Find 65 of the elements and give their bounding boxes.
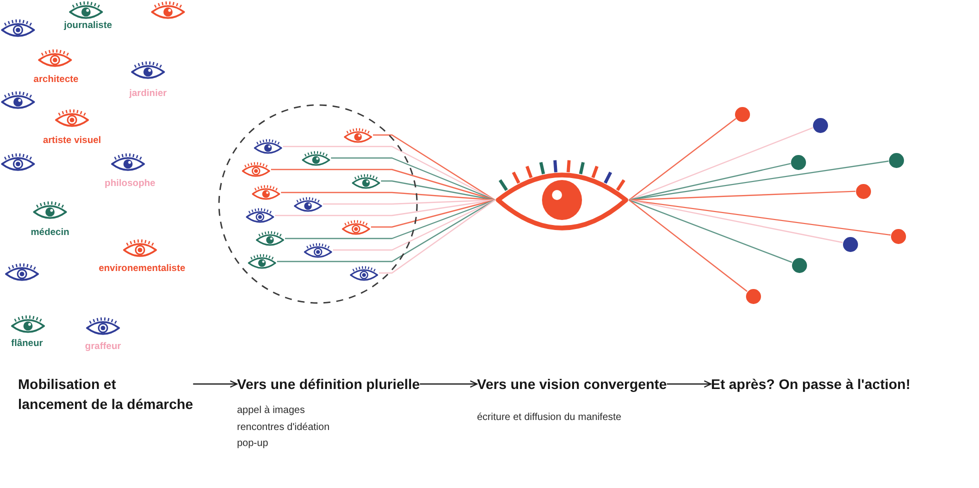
connector-line xyxy=(331,157,496,201)
dot-marker xyxy=(790,154,806,170)
dot-marker xyxy=(746,288,760,304)
step-title: Vers une définition plurielle xyxy=(237,375,420,394)
role-label: artiste visuel xyxy=(42,134,102,146)
eye-icon xyxy=(255,230,285,247)
eye-icon xyxy=(251,184,281,201)
connector-line xyxy=(628,199,891,236)
connector-line xyxy=(628,190,856,201)
connector-line xyxy=(628,200,748,292)
dot-marker xyxy=(734,106,750,122)
dot-marker xyxy=(890,228,906,244)
eye-icon xyxy=(349,264,379,282)
connector-line xyxy=(277,199,496,262)
role-label: flâneur xyxy=(11,338,43,348)
connector-line xyxy=(628,163,791,201)
eye-icon xyxy=(247,253,277,270)
dot-marker xyxy=(812,118,828,132)
connector-line xyxy=(323,199,496,205)
connector-line xyxy=(285,199,496,240)
connector-line xyxy=(283,146,496,201)
step-title: Vers une vision convergente xyxy=(477,375,667,394)
dot-marker xyxy=(792,258,806,272)
connector-line xyxy=(628,199,843,244)
role-label: environementaliste xyxy=(98,262,186,274)
dashed-circle xyxy=(218,104,418,304)
arrow xyxy=(666,380,712,388)
step-title: Et après? On passe à l'action! xyxy=(711,374,910,394)
role-label: médecin xyxy=(30,226,70,238)
arrow xyxy=(193,380,238,388)
role-label: graffeur xyxy=(85,340,121,352)
role-label: architecte xyxy=(34,74,78,84)
step-detail: rencontres d'idéation xyxy=(237,420,331,434)
connector-line xyxy=(379,200,496,274)
connector-line xyxy=(271,168,496,201)
role-label: jardinier xyxy=(129,88,167,98)
connector-line xyxy=(628,199,792,263)
dot-marker xyxy=(888,152,904,168)
arrow xyxy=(420,380,478,388)
connector-line xyxy=(275,199,496,216)
eye-icon xyxy=(301,150,331,166)
step-detail: écriture et diffusion du manifeste xyxy=(477,411,622,425)
connector-line xyxy=(281,192,496,201)
connector-line xyxy=(628,160,889,201)
eye-icon xyxy=(343,126,373,144)
eye-icon xyxy=(351,172,381,190)
connector-line xyxy=(381,180,496,201)
dot-marker xyxy=(856,184,870,198)
step-detail: pop-up xyxy=(237,437,270,451)
step-title: Mobilisation et lancement de la démarche xyxy=(18,374,194,414)
dot-marker xyxy=(842,236,858,252)
connector-line xyxy=(373,134,496,200)
eye-icon xyxy=(253,138,283,155)
connector-line xyxy=(371,199,496,228)
eye-icon xyxy=(293,196,323,212)
connector-line xyxy=(333,199,496,251)
eye-icon xyxy=(241,161,271,178)
eye-icon xyxy=(341,218,371,236)
connector-line xyxy=(628,118,736,200)
role-label: journaliste xyxy=(64,20,112,30)
eye-icon xyxy=(303,242,333,258)
eye-icon xyxy=(245,207,275,224)
role-label: philosophe xyxy=(104,178,156,188)
step-detail: appel à images xyxy=(237,404,306,418)
connector-line xyxy=(628,127,814,201)
